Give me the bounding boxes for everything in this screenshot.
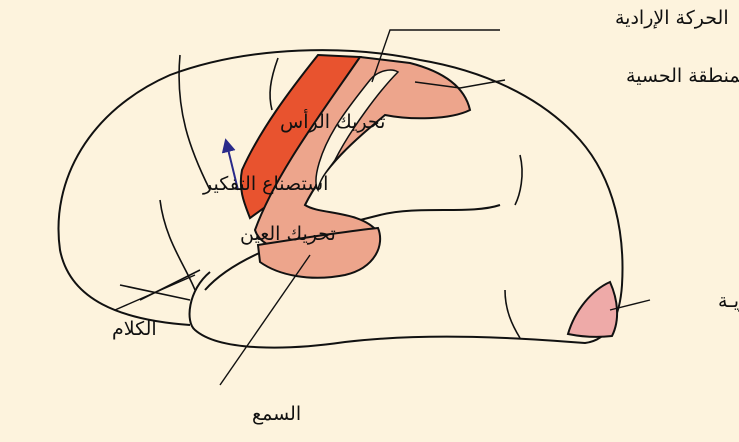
- sensory-label: المنطقة الحسية: [626, 65, 739, 87]
- sulcus-line: [179, 55, 210, 190]
- hearing-leader-line: [220, 255, 310, 385]
- sulcus-line: [270, 58, 278, 110]
- head-movement-label: تحريك الرأس: [280, 109, 385, 133]
- thinking-label: استصناع التفكير: [202, 173, 328, 195]
- eye-movement-label: تحريك العين: [240, 223, 336, 245]
- motor-label: الحركة الإرادية: [615, 7, 729, 29]
- vision-label: الرؤيـة: [718, 290, 739, 312]
- speech-label: الكلام: [112, 318, 157, 340]
- vision-area: [568, 282, 617, 337]
- sulcus-line: [505, 290, 520, 338]
- speech-leader-line: [115, 275, 195, 310]
- sulcus-line: [515, 155, 522, 205]
- sulcus-line: [160, 200, 195, 290]
- hearing-label: السمع: [252, 403, 301, 425]
